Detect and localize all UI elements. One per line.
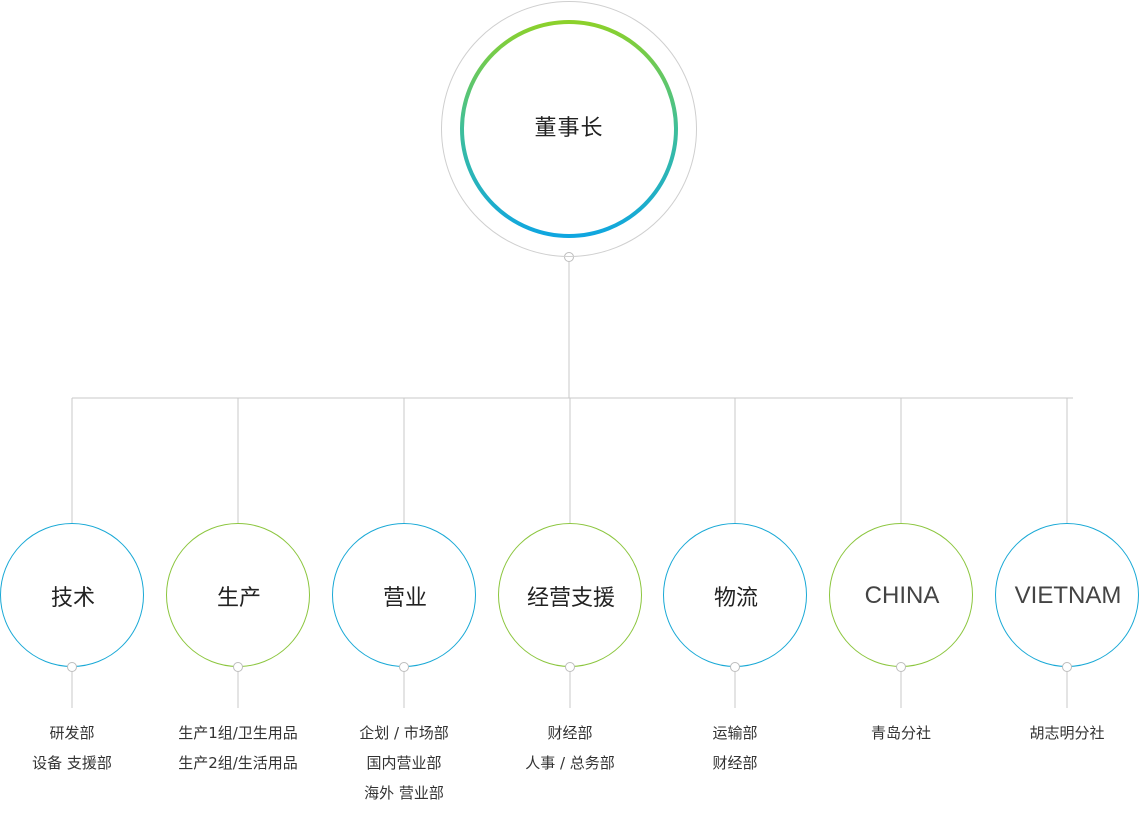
dept-circle-support: 经营支援	[498, 523, 642, 667]
sub-list-sales: 企划 / 市场部国内营业部海外 营业部	[321, 718, 487, 808]
sub-item: 财经部	[547, 724, 593, 742]
sub-item: 胡志明分社	[1029, 724, 1105, 742]
dept-label-sales: 营业	[382, 586, 427, 611]
sub-item: 生产2组/生活用品	[178, 754, 298, 772]
chairman-outer-circle	[441, 1, 697, 257]
chairman-title: 董事长	[534, 116, 604, 141]
dept-circle-vietnam: VIETNAM	[995, 523, 1139, 667]
sub-list-logi: 运输部财经部	[652, 718, 818, 778]
sub-item: 青岛分社	[870, 724, 931, 742]
dept-label-vietnam: VIETNAM	[1014, 582, 1122, 609]
sub-list-vietnam: 胡志明分社	[984, 718, 1140, 748]
node-dot-china	[896, 662, 906, 672]
dept-label-prod: 生产	[216, 586, 261, 611]
sub-item: 企划 / 市场部	[359, 724, 449, 742]
sub-item: 人事 / 总务部	[525, 754, 615, 772]
sub-item: 研发部	[49, 724, 95, 742]
sub-list-china: 青岛分社	[818, 718, 984, 748]
node-dot-logi	[730, 662, 740, 672]
dept-label-logi: 物流	[713, 586, 758, 611]
node-dot-tech	[67, 662, 77, 672]
dept-label-support: 经营支援	[526, 586, 615, 611]
sub-list-tech: 研发部设备 支援部	[0, 718, 155, 778]
sub-item: 海外 营业部	[364, 784, 444, 802]
node-dot-sales	[399, 662, 409, 672]
sub-item: 设备 支援部	[32, 754, 112, 772]
dept-circle-prod: 生产	[166, 523, 310, 667]
node-dot-support	[565, 662, 575, 672]
dept-label-china: CHINA	[864, 582, 940, 609]
sub-item: 生产1组/卫生用品	[178, 724, 298, 742]
sub-item: 运输部	[712, 724, 758, 742]
sub-item: 国内营业部	[366, 754, 442, 772]
dept-circle-sales: 营业	[332, 523, 476, 667]
dept-circle-tech: 技术	[0, 523, 144, 667]
sub-list-support: 财经部人事 / 总务部	[487, 718, 653, 778]
dept-circle-china: CHINA	[829, 523, 973, 667]
sub-list-prod: 生产1组/卫生用品生产2组/生活用品	[155, 718, 321, 778]
dept-label-tech: 技术	[50, 586, 95, 611]
sub-item: 财经部	[712, 754, 758, 772]
node-dot-prod	[233, 662, 243, 672]
node-dot-vietnam	[1062, 662, 1072, 672]
dept-circle-logi: 物流	[663, 523, 807, 667]
